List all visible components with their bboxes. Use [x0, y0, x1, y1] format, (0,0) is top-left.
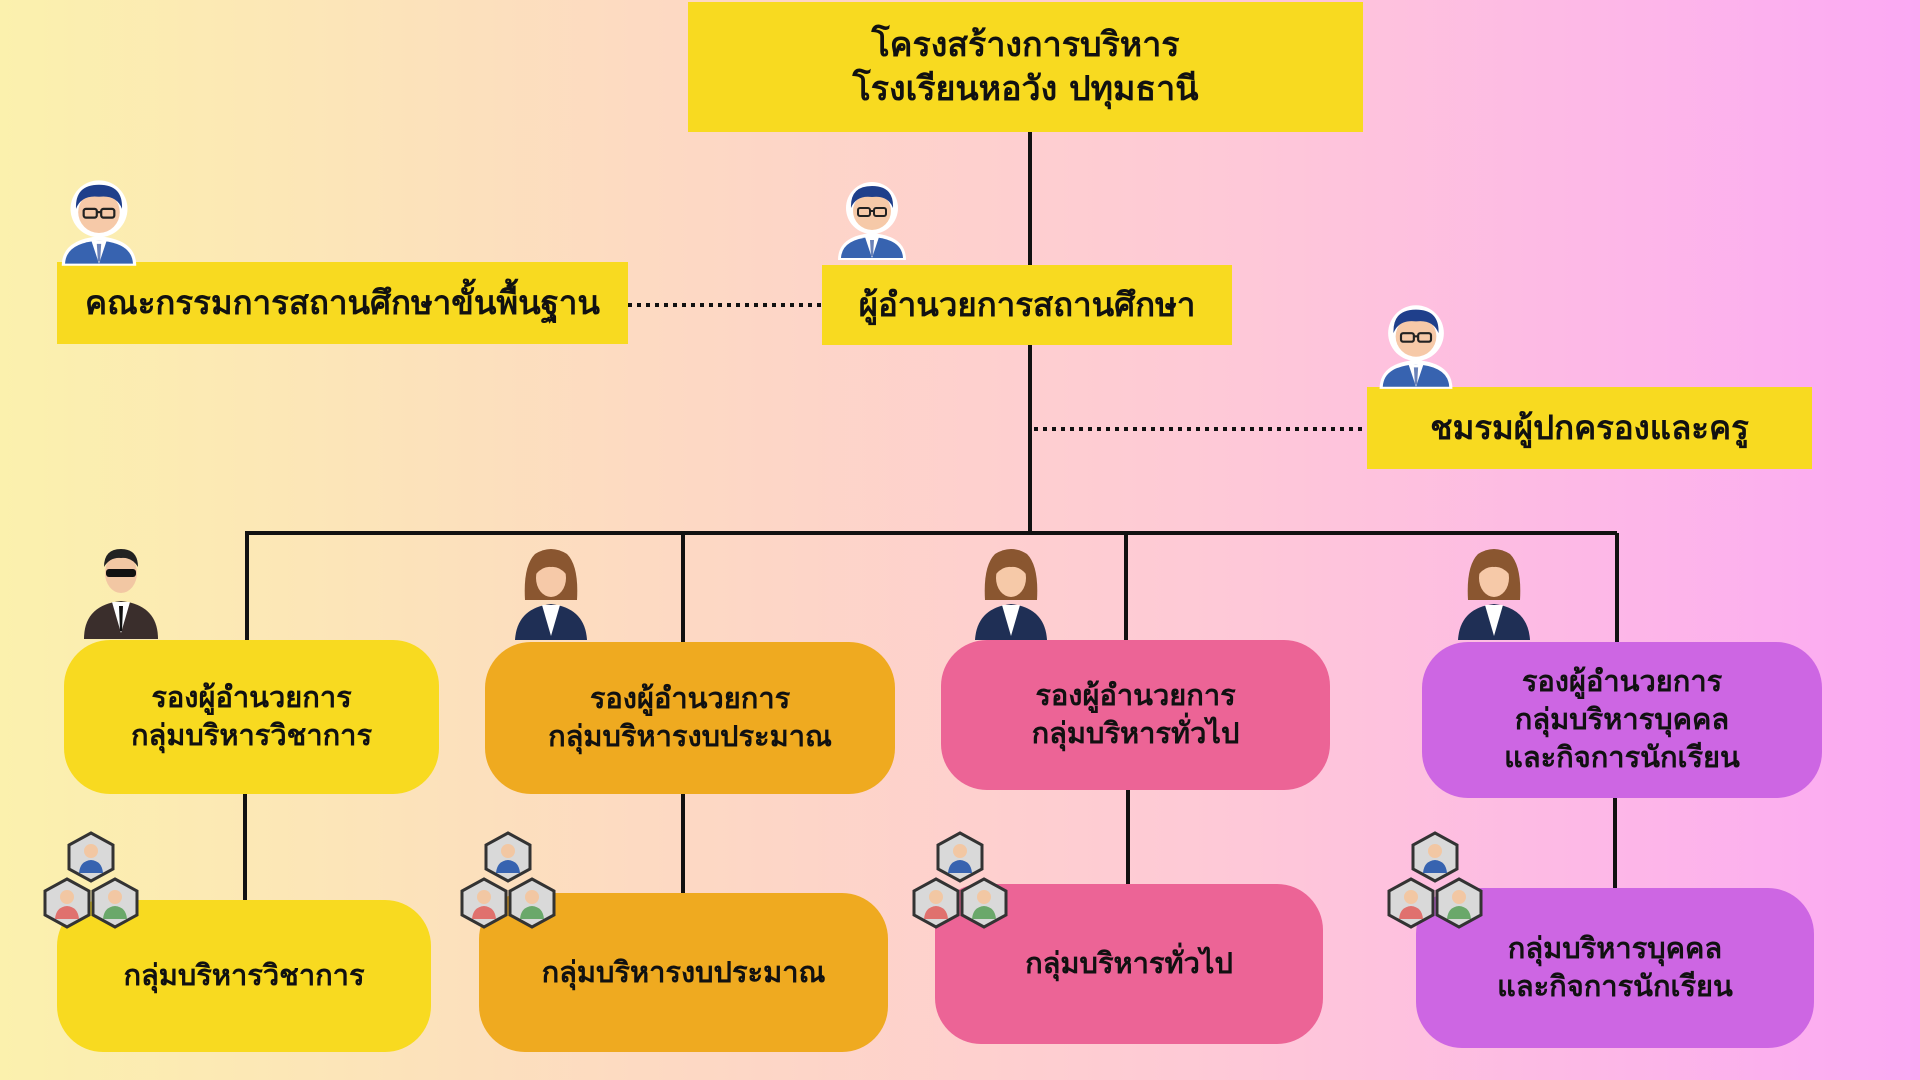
board-box: คณะกรรมการสถานศึกษาขั้นพื้นฐาน — [57, 262, 628, 344]
title-line-2: โรงเรียนหอวัง ปทุมธานี — [852, 69, 1199, 109]
group-name: กลุ่มบริหารทั่วไป — [1025, 946, 1233, 981]
deputy-academic-box: รองผู้อำนวยการ กลุ่มบริหารวิชาการ — [64, 640, 439, 794]
deputy-title: รองผู้อำนวยการ — [1035, 678, 1236, 713]
director-label: ผู้อำนวยการสถานศึกษา — [858, 284, 1196, 324]
group-name-cont: และกิจการนักเรียน — [1497, 969, 1733, 1003]
team-icon — [460, 831, 556, 929]
businesswoman-icon — [975, 549, 1047, 640]
deputy-general-box: รองผู้อำนวยการ กลุ่มบริหารทั่วไป — [941, 640, 1330, 790]
club-box: ชมรมผู้ปกครองและครู — [1367, 387, 1812, 469]
businesswoman-icon — [1458, 549, 1530, 640]
group-name: กลุ่มบริหารงบประมาณ — [541, 954, 826, 989]
deputy-title: รองผู้อำนวยการ — [151, 680, 352, 715]
team-icon — [1387, 831, 1483, 929]
group-name: กลุ่มบริหารบุคคล — [1507, 931, 1723, 966]
man-with-sunglasses-icon — [84, 549, 158, 639]
team-icon — [43, 831, 139, 929]
businessman-icon — [61, 180, 137, 266]
businesswoman-icon — [515, 549, 587, 640]
businessman-icon — [1379, 305, 1453, 389]
director-box: ผู้อำนวยการสถานศึกษา — [822, 265, 1232, 345]
deputy-personnel-box: รองผู้อำนวยการ กลุ่มบริหารบุคคล และกิจกา… — [1422, 642, 1822, 798]
org-title: โครงสร้างการบริหาร โรงเรียนหอวัง ปทุมธาน… — [688, 2, 1363, 132]
board-label: คณะกรรมการสถานศึกษาขั้นพื้นฐาน — [85, 282, 600, 322]
deputy-group-name: กลุ่มบริหารงบประมาณ — [548, 719, 832, 753]
deputy-group-name: กลุ่มบริหารบุคคล — [1514, 702, 1730, 737]
deputy-budget-box: รองผู้อำนวยการ กลุ่มบริหารงบประมาณ — [485, 642, 895, 794]
team-icon — [912, 831, 1008, 929]
title-line-1: โครงสร้างการบริหาร — [871, 24, 1180, 65]
deputy-title: รองผู้อำนวยการ — [589, 681, 791, 716]
group-name: กลุ่มบริหารวิชาการ — [123, 958, 365, 993]
deputy-title: รองผู้อำนวยการ — [1521, 664, 1723, 699]
deputy-group-name-cont: และกิจการนักเรียน — [1504, 739, 1740, 774]
businessman-icon — [838, 182, 906, 260]
deputy-group-name: กลุ่มบริหารทั่วไป — [1031, 716, 1240, 750]
deputy-group-name: กลุ่มบริหารวิชาการ — [130, 718, 373, 752]
club-label: ชมรมผู้ปกครองและครู — [1430, 407, 1749, 447]
